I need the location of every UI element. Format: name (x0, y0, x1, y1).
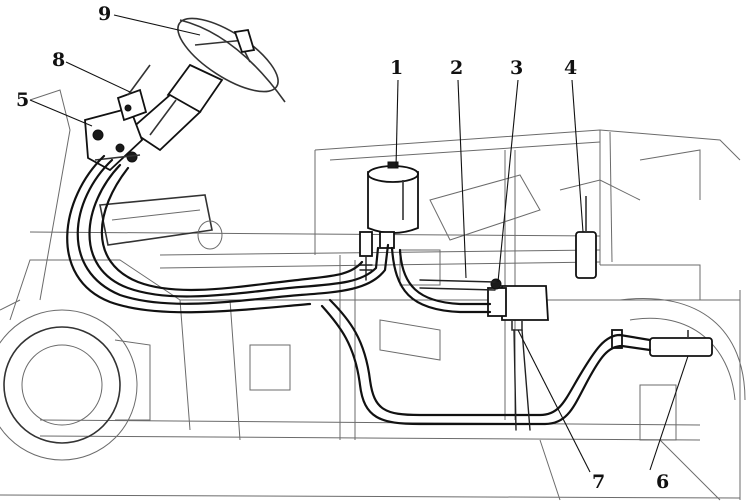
steering-column (128, 63, 224, 152)
label-7: 7 (592, 471, 605, 493)
label-8: 8 (52, 49, 65, 71)
steering-cylinder (99, 194, 223, 250)
label-6: 6 (656, 471, 669, 493)
control-valve (116, 64, 151, 122)
label-2: 2 (450, 57, 463, 79)
leader-lines (29, 14, 689, 473)
tractor-body-outline (0, 89, 741, 501)
label-5: 5 (16, 89, 29, 111)
oil-tank (359, 161, 419, 281)
flow-valve (575, 196, 597, 279)
label-3: 3 (510, 57, 523, 79)
lift-cylinder (611, 329, 713, 357)
label-4: 4 (564, 57, 577, 79)
steering-wheel (177, 17, 286, 103)
hydraulic-hoses (66, 154, 652, 431)
oil-pump (487, 278, 549, 331)
rear-wheel (619, 298, 746, 441)
part-labels: 9 8 5 1 2 3 4 7 6 (16, 3, 669, 493)
front-wheel (0, 299, 151, 461)
label-9: 9 (98, 3, 111, 25)
label-1: 1 (390, 57, 403, 79)
